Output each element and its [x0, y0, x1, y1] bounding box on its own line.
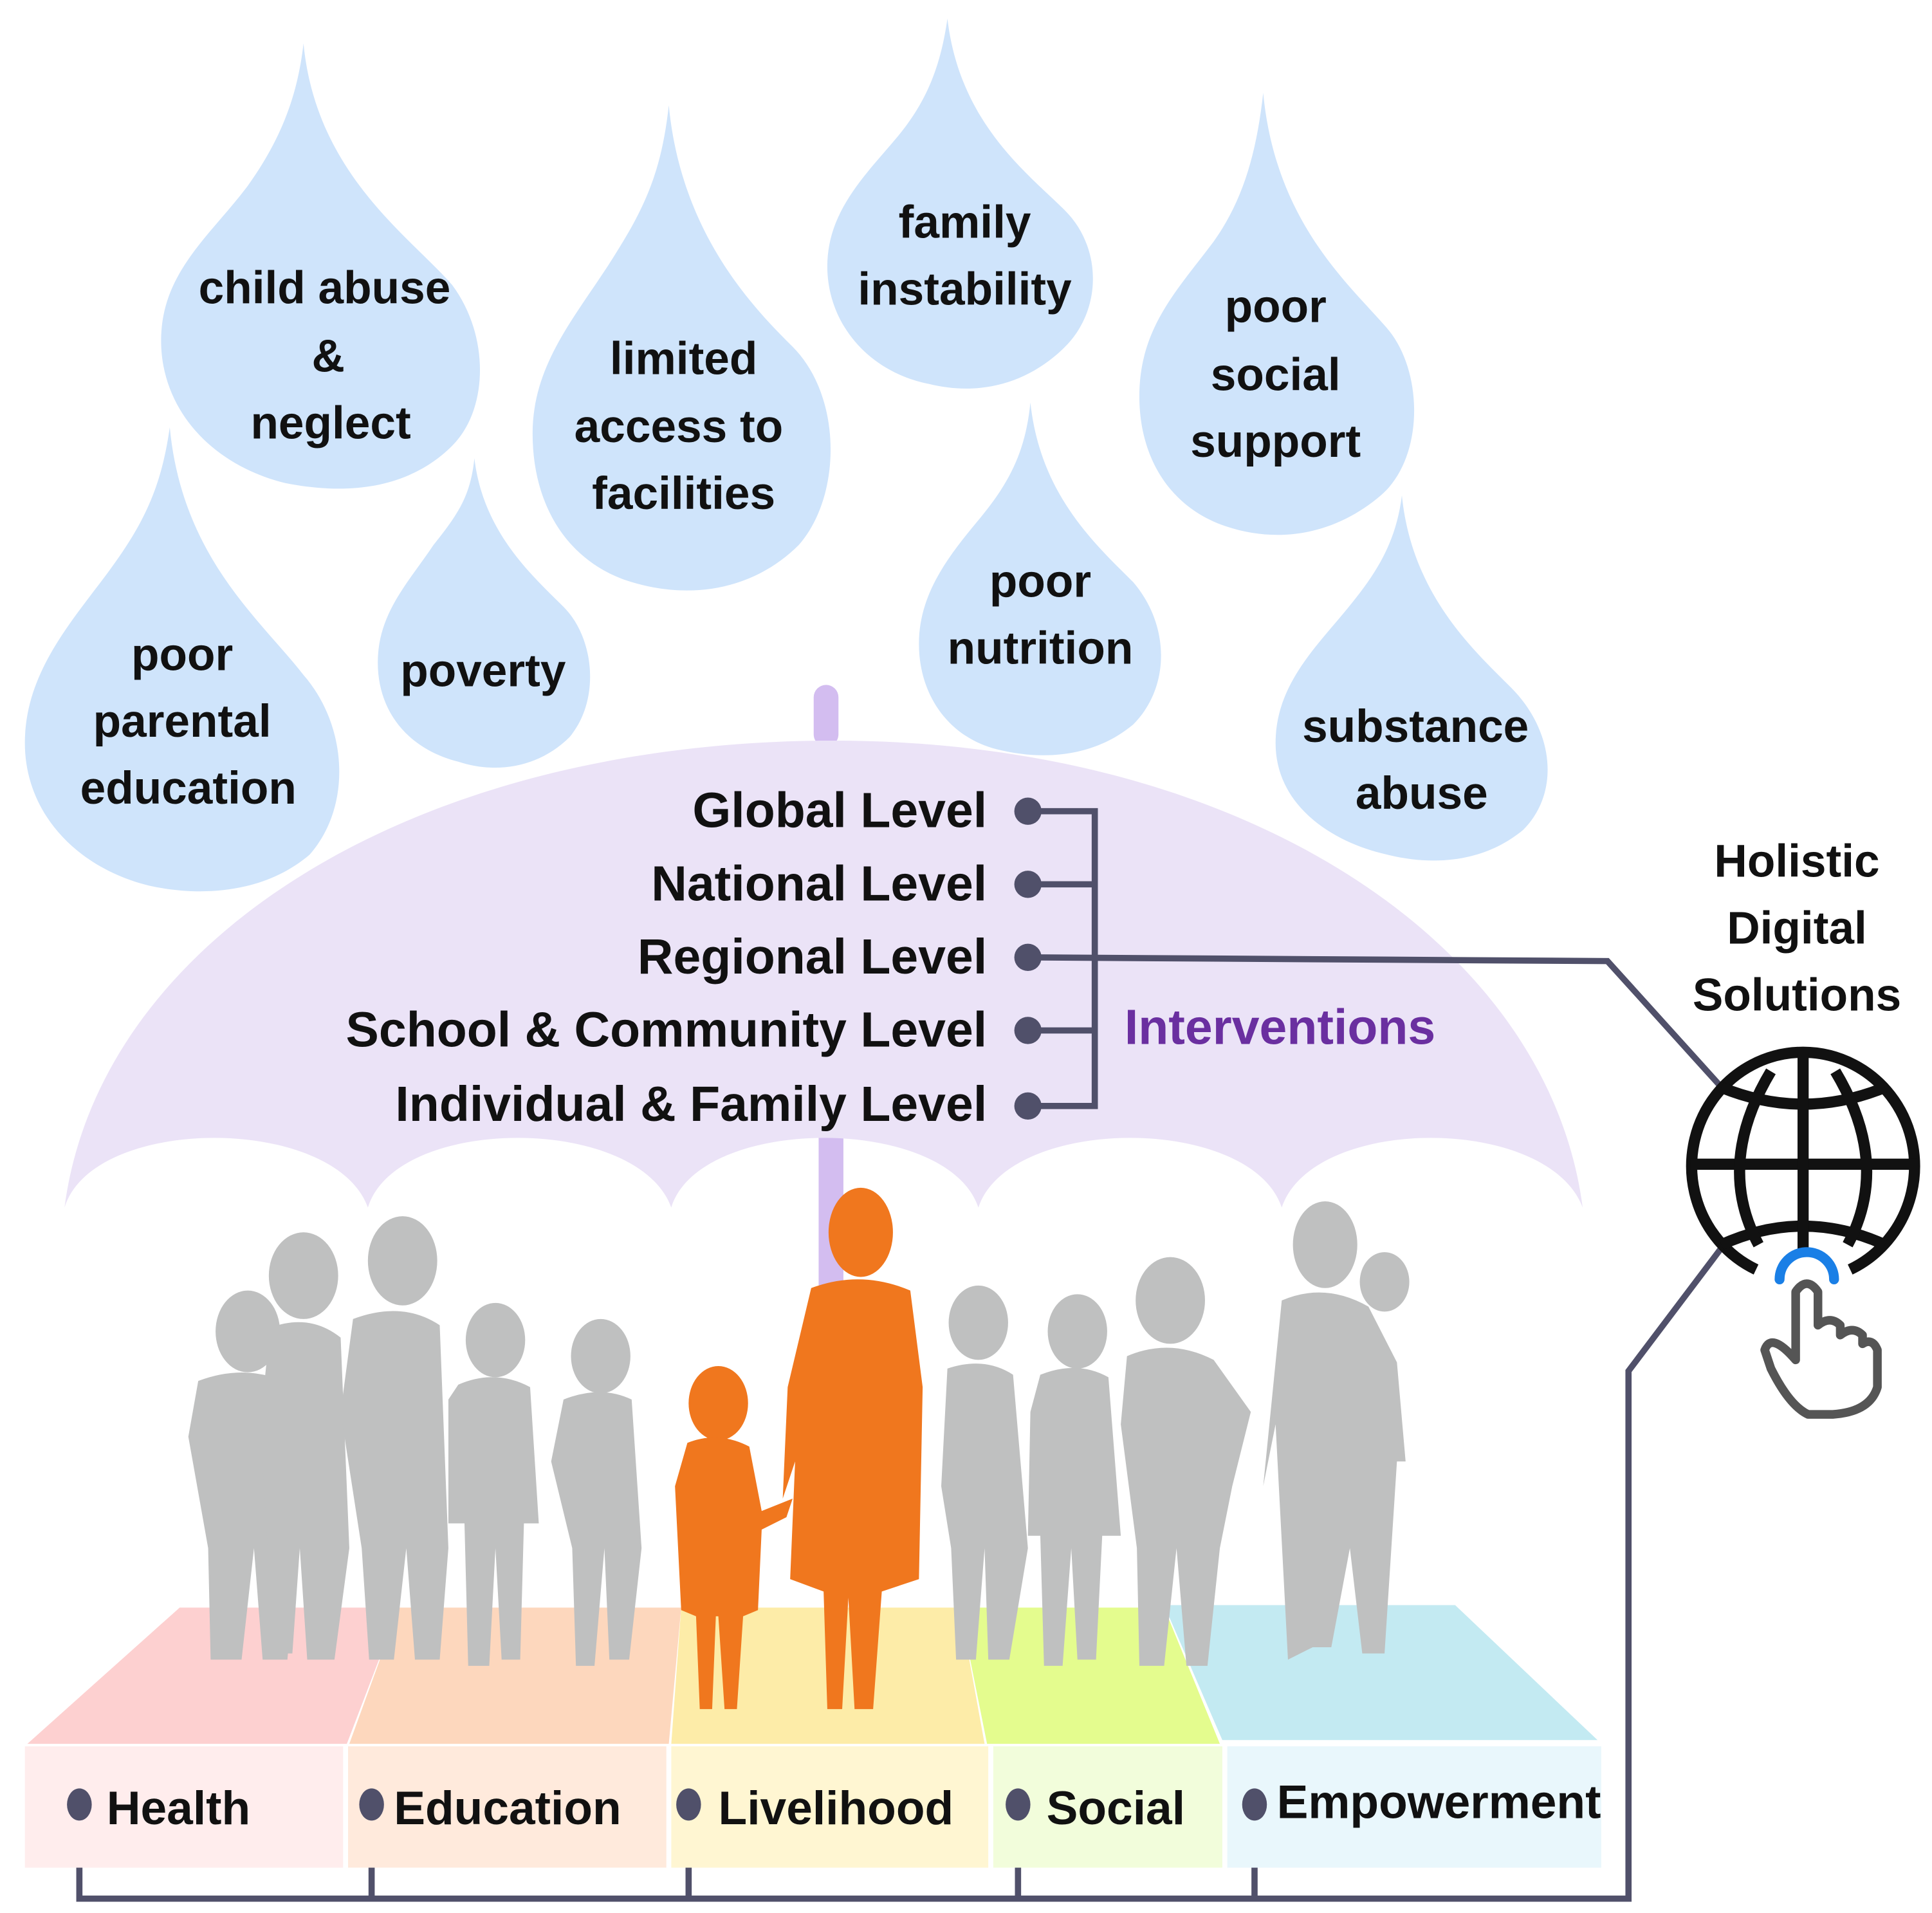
- holistic-title-3: Solutions: [1693, 970, 1901, 1021]
- globe-icon: [1686, 1046, 1920, 1275]
- level-regional: Regional Level: [638, 929, 987, 984]
- level-global: Global Level: [692, 783, 987, 838]
- person-silhouette: [260, 1232, 349, 1660]
- drop-label-poor-parental-education-1: poor: [131, 629, 233, 680]
- domain-social: Social: [1047, 1782, 1185, 1834]
- drop-family-instability: [827, 18, 1093, 389]
- risk-factor-labels: child abuse & neglect limited access to …: [80, 198, 1529, 819]
- drop-poor-social-support: [1139, 93, 1415, 535]
- drop-poor-parental-education: [24, 427, 340, 892]
- person-silhouette: [1027, 1294, 1121, 1666]
- drop-label-limited-access-2: access to: [575, 402, 784, 452]
- person-silhouette: [941, 1285, 1028, 1660]
- drop-label-poor-nutrition-2: nutrition: [948, 624, 1134, 674]
- domain-platform-front: [24, 1746, 1601, 1868]
- domain-empowerment: Empowerment: [1277, 1777, 1601, 1829]
- tile-top-empowerment: [1164, 1605, 1598, 1741]
- person-silhouette: [1121, 1257, 1251, 1666]
- domain-education: Education: [394, 1782, 621, 1834]
- holistic-title-1: Holistic: [1714, 836, 1879, 887]
- drop-limited-access: [532, 105, 831, 591]
- tile-front-social: [993, 1746, 1222, 1868]
- interventions-label: Interventions: [1125, 1000, 1435, 1055]
- drop-label-poor-nutrition-1: poor: [989, 557, 1091, 607]
- drop-label-poor-social-support-3: support: [1190, 416, 1361, 467]
- person-silhouette: [340, 1216, 448, 1660]
- person-silhouette: [1263, 1201, 1410, 1660]
- drop-label-poor-social-support-2: social: [1211, 349, 1341, 400]
- holistic-title-2: Digital: [1727, 903, 1867, 954]
- drop-label-substance-abuse-1: substance: [1302, 701, 1529, 752]
- drop-label-poor-parental-education-3: education: [80, 763, 297, 814]
- child-silhouette-orange: [675, 1366, 793, 1710]
- community-silhouettes: [188, 1201, 1410, 1666]
- person-silhouette: [551, 1318, 642, 1666]
- drop-poor-nutrition: [919, 402, 1161, 755]
- tile-front-education: [348, 1746, 667, 1868]
- drop-label-substance-abuse-2: abuse: [1356, 768, 1488, 819]
- drop-substance-abuse: [1275, 495, 1548, 861]
- drop-poverty: [378, 458, 591, 768]
- tile-front-livelihood: [671, 1746, 989, 1868]
- pointing-hand-icon: [1760, 1279, 1882, 1419]
- domain-connector-dots: [67, 1788, 1267, 1821]
- touch-arc-icon: [1774, 1247, 1839, 1284]
- drop-label-poverty: poverty: [400, 645, 566, 696]
- domain-livelihood: Livelihood: [719, 1782, 954, 1834]
- intervention-levels: Global Level National Level Regional Lev…: [346, 783, 1436, 1132]
- drop-label-poor-social-support-1: poor: [1225, 281, 1327, 332]
- drop-label-child-abuse-1: child abuse: [199, 263, 451, 314]
- drop-label-family-instability-1: family: [899, 198, 1031, 248]
- level-individual-family: Individual & Family Level: [395, 1077, 987, 1132]
- drop-label-child-abuse-2: &: [312, 331, 345, 382]
- drop-child-abuse: [161, 43, 481, 489]
- drop-label-limited-access-3: facilities: [592, 468, 775, 519]
- drop-label-child-abuse-3: neglect: [250, 398, 410, 448]
- drop-label-poor-parental-education-2: parental: [93, 696, 271, 747]
- drop-label-limited-access-1: limited: [610, 333, 757, 384]
- adult-silhouette-orange: [782, 1187, 923, 1710]
- tile-front-empowerment: [1227, 1746, 1601, 1868]
- umbrella-tip: [813, 685, 839, 747]
- level-connector-dots: [1014, 797, 1042, 1120]
- highlighted-family-silhouettes: [675, 1187, 923, 1710]
- level-national: National Level: [651, 856, 987, 911]
- domain-labels: Health Education Livelihood Social Empow…: [107, 1777, 1601, 1835]
- umbrella-canopy: [64, 740, 1583, 1208]
- risk-factor-drops: [24, 18, 1548, 892]
- drop-label-family-instability-2: instability: [858, 264, 1072, 315]
- level-school-community: School & Community Level: [346, 1002, 988, 1057]
- person-silhouette: [448, 1302, 539, 1666]
- tile-top-health: [27, 1607, 399, 1744]
- domain-health: Health: [107, 1782, 250, 1834]
- holistic-digital-solutions: Holistic Digital Solutions: [1693, 836, 1901, 1021]
